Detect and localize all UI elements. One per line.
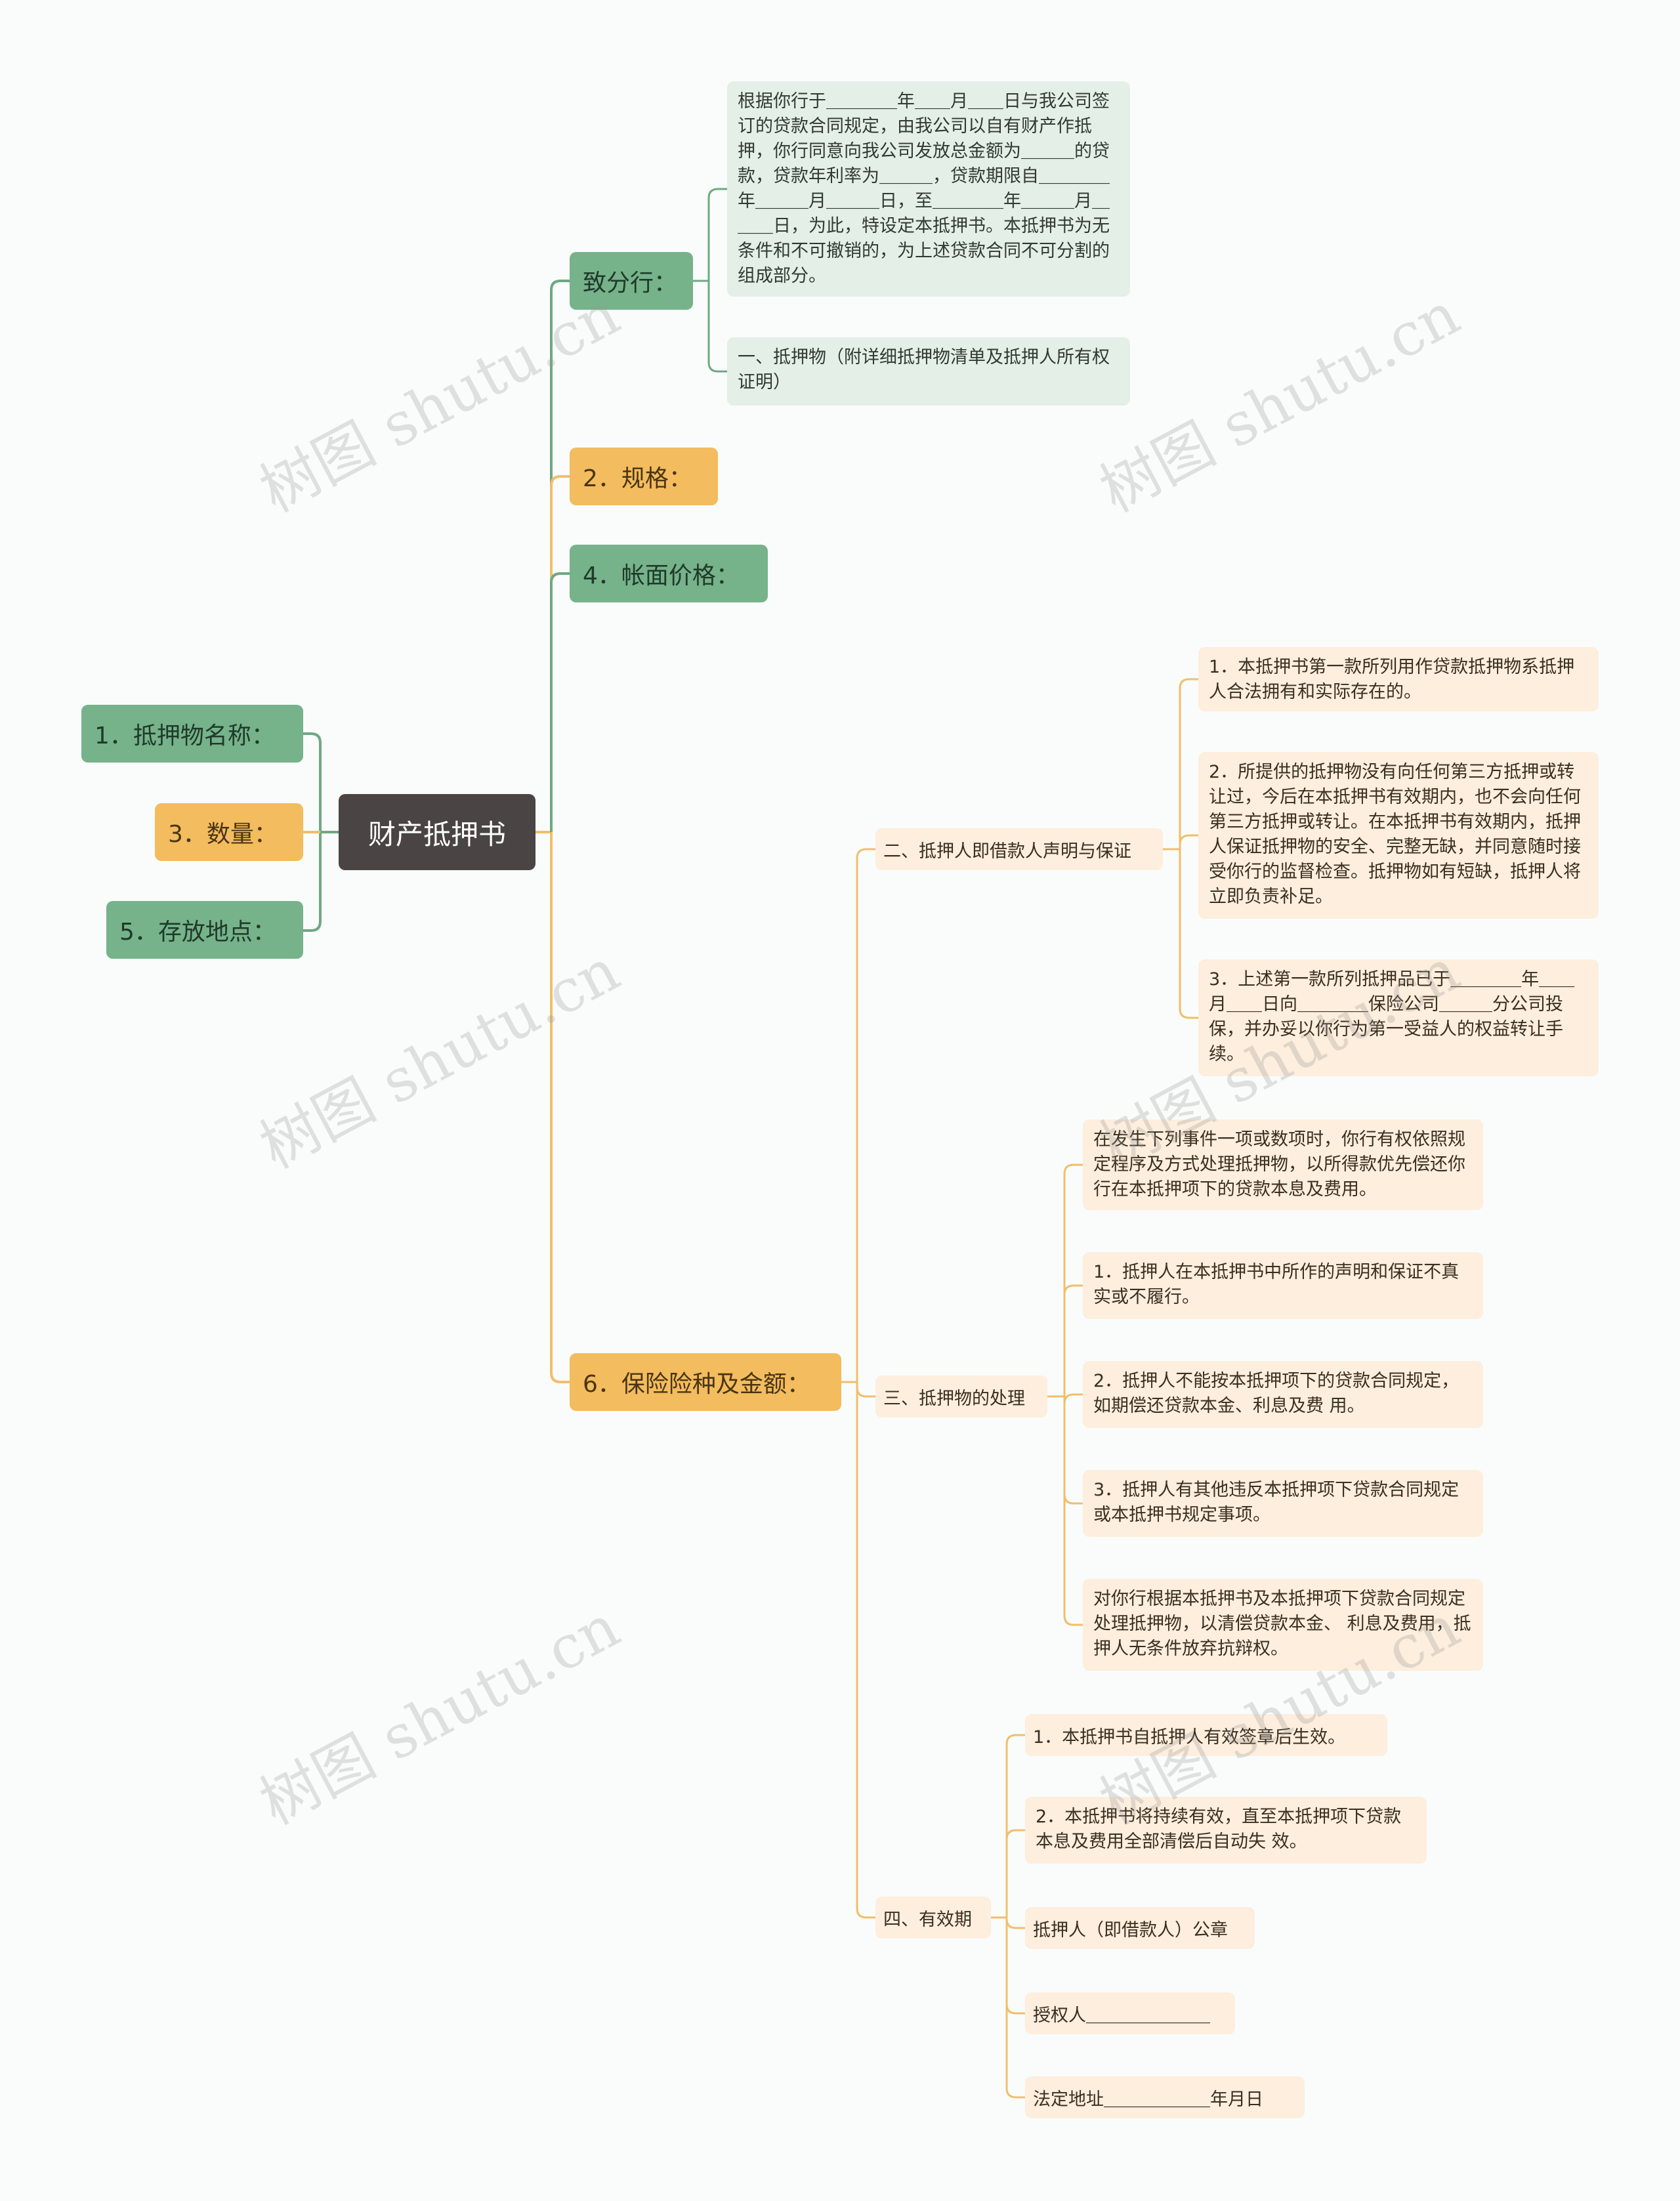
connector-line	[1005, 1734, 1025, 1918]
connector-line	[856, 848, 875, 1382]
connector-line	[1063, 1163, 1083, 1396]
connector-line	[1179, 849, 1198, 1019]
validity-item[interactable]: 2．本抵押书将持续有效，直至本抵押项下贷款本息及费用全部清偿后自动失 效。	[1025, 1797, 1427, 1864]
connector-line	[856, 1382, 875, 1398]
intro-text[interactable]: 根据你行于＿＿＿＿年＿＿月＿＿日与我公司签订的贷款合同规定，由我公司以自有财产作…	[727, 81, 1130, 297]
branch-spec[interactable]: 2．规格：	[570, 448, 718, 505]
connector-line	[707, 188, 727, 281]
declaration-item[interactable]: 1．本抵押书第一款所列用作贷款抵押物系抵押人合法拥有和实际存在的。	[1198, 647, 1599, 711]
branch-to-branch[interactable]: 致分行：	[570, 252, 693, 310]
disposal-item[interactable]: 2．抵押人不能按本抵押项下的贷款合同规定，如期偿还贷款本金、利息及费 用。	[1083, 1361, 1483, 1428]
declaration-item[interactable]: 2．所提供的抵押物没有向任何第三方抵押或转让过，今后在本抵押书有效期内，也不会向…	[1198, 752, 1599, 919]
connector-line	[550, 475, 570, 832]
connector-line	[1063, 1396, 1083, 1626]
connector-line	[707, 281, 727, 373]
connector-line	[550, 832, 570, 1383]
connector-line	[1063, 1396, 1083, 1505]
declaration-item[interactable]: 3．上述第一款所列抵押品已于＿＿＿＿年＿＿月＿＿日向＿＿＿＿保险公司＿＿＿分公司…	[1198, 959, 1599, 1076]
branch-location[interactable]: 5．存放地点：	[106, 901, 303, 959]
connector-line	[550, 572, 570, 832]
connector-line	[550, 280, 570, 832]
disposal-item[interactable]: 在发生下列事件一项或数项时，你行有权依照规定程序及方式处理抵押物，以所得款优先偿…	[1083, 1120, 1483, 1210]
connector-line	[1063, 1284, 1083, 1396]
validity-item[interactable]: 法定地址＿＿＿＿＿＿年月日	[1025, 2076, 1305, 2118]
connector-line	[1005, 1918, 1025, 2015]
connector-line	[1179, 678, 1198, 849]
section-declaration[interactable]: 二、抵押人即借款人声明与保证	[875, 828, 1163, 870]
connector-line	[1005, 1829, 1025, 1918]
branch-insurance[interactable]: 6．保险险种及金额：	[570, 1353, 841, 1411]
connector-line	[1063, 1393, 1083, 1404]
disposal-item[interactable]: 1．抵押人在本抵押书中所作的声明和保证不真实或不履行。	[1083, 1252, 1483, 1319]
branch-book-value[interactable]: 4．帐面价格：	[570, 545, 768, 602]
validity-item[interactable]: 抵押人（即借款人）公章	[1025, 1907, 1255, 1949]
validity-item[interactable]: 授权人＿＿＿＿＿＿＿	[1025, 1992, 1235, 2034]
disposal-item[interactable]: 3．抵押人有其他违反本抵押项下贷款合同规定或本抵押书规定事项。	[1083, 1470, 1483, 1537]
branch-name[interactable]: 1．抵押物名称：	[81, 705, 303, 763]
connector-line	[856, 1382, 875, 1919]
validity-item[interactable]: 1．本抵押书自抵押人有效签章后生效。	[1025, 1714, 1387, 1756]
connector-line	[1005, 1918, 1025, 2099]
connector-line	[1005, 1918, 1025, 1929]
collateral-item[interactable]: 一、抵押物（附详细抵押物清单及抵押人所有权证明）	[727, 337, 1130, 406]
disposal-item[interactable]: 对你行根据本抵押书及本抵押项下贷款合同规定处理抵押物，以清偿贷款本金、 利息及费…	[1083, 1579, 1483, 1671]
section-disposal[interactable]: 三、抵押物的处理	[875, 1375, 1047, 1417]
section-validity[interactable]: 四、有效期	[875, 1897, 991, 1939]
root-node[interactable]: 财产抵押书	[339, 794, 536, 870]
connector-line	[1179, 834, 1198, 849]
branch-quantity[interactable]: 3．数量：	[155, 803, 303, 861]
